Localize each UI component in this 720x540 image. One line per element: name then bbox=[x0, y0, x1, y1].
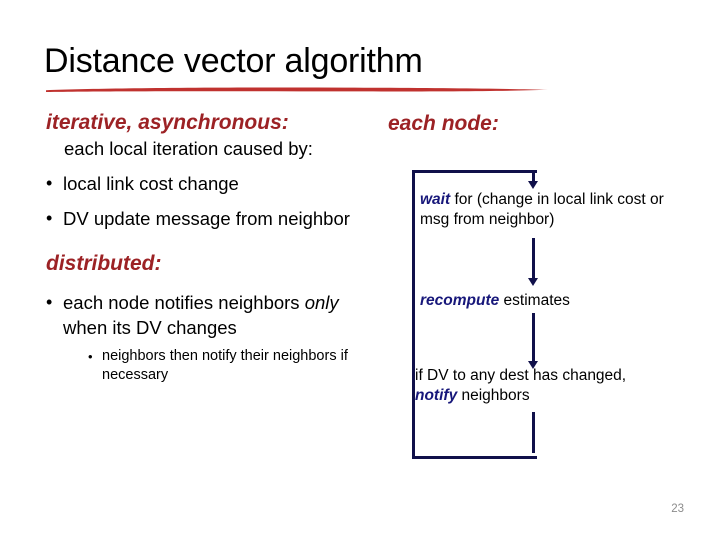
heading-distributed: distributed: bbox=[46, 252, 162, 275]
bullet-glyph-icon: • bbox=[46, 173, 53, 193]
flow-block-recompute: recompute estimates bbox=[420, 291, 670, 311]
list-item-label: DV update message from neighbor bbox=[63, 208, 350, 229]
flow-arrow-shaft-recompute-to-notify bbox=[532, 313, 535, 363]
bullet-glyph-icon: • bbox=[46, 292, 53, 312]
list-item-label: each node notifies neighbors only when i… bbox=[63, 290, 376, 340]
page-title: Distance vector algorithm bbox=[44, 42, 423, 80]
flow-text-recompute: estimates bbox=[499, 292, 570, 309]
heading-each-node: each node: bbox=[388, 112, 499, 135]
subtext-each-local-iteration: each local iteration caused by: bbox=[64, 138, 313, 159]
flow-arrow-head-recompute-to-notify bbox=[528, 361, 538, 369]
flow-arrow-head-wait-to-recompute bbox=[528, 278, 538, 286]
sub-list-item: • neighbors then notify their neighbors … bbox=[88, 347, 376, 385]
flow-block-notify: if DV to any dest has changed, notify nei… bbox=[415, 366, 680, 406]
list-item: • each node notifies neighbors only when… bbox=[46, 290, 376, 340]
flow-arrow-shaft-entry bbox=[532, 170, 535, 183]
list-item: • local link cost change bbox=[46, 171, 376, 196]
sub-list-item-label: neighbors then notify their neighbors if… bbox=[102, 348, 348, 383]
heading-iterative-asynchronous: iterative, asynchronous: bbox=[46, 111, 289, 134]
flow-text-notify-lead: if DV to any dest has changed, bbox=[415, 367, 627, 384]
flow-emphasis-notify: notify bbox=[415, 387, 458, 404]
flow-arrow-head-entry bbox=[528, 181, 538, 189]
flow-text-notify: neighbors bbox=[457, 387, 530, 404]
flow-block-wait: wait for (change in local link cost or m… bbox=[420, 190, 676, 230]
flow-arrow-shaft-wait-to-recompute bbox=[532, 238, 535, 280]
list-item-emphasis-text: only bbox=[304, 292, 339, 313]
list-item: • DV update message from neighbor bbox=[46, 206, 376, 231]
title-underline-decoration bbox=[46, 87, 548, 92]
flow-emphasis-recompute: recompute bbox=[420, 292, 500, 309]
flow-text-wait: for (change in local link cost or msg fr… bbox=[420, 191, 664, 228]
left-content-column: iterative, asynchronous: each local iter… bbox=[46, 110, 376, 385]
list-item-label: local link cost change bbox=[63, 173, 239, 194]
page-number: 23 bbox=[671, 503, 684, 515]
sub-bullet-glyph-icon: • bbox=[88, 349, 93, 364]
list-item-lead-text: each node notifies neighbors bbox=[63, 292, 305, 313]
bullet-glyph-icon: • bbox=[46, 208, 53, 228]
flow-emphasis-wait: wait bbox=[420, 191, 451, 208]
flowchart-loop-border bbox=[412, 170, 537, 459]
flow-loop-return-shaft bbox=[532, 412, 535, 453]
list-item-tail-text: when its DV changes bbox=[63, 317, 237, 338]
